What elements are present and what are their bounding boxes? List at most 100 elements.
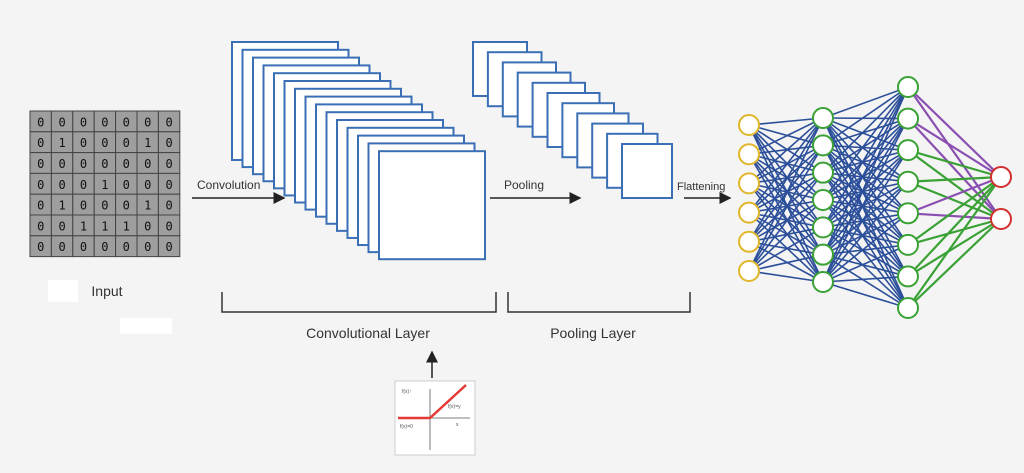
- network-edge: [822, 117, 909, 309]
- network-edge: [822, 172, 909, 309]
- matrix-value: 0: [144, 178, 151, 192]
- network-edge: [822, 171, 909, 183]
- network-edge: [748, 182, 824, 201]
- network-edge: [822, 149, 909, 228]
- network-edge: [822, 144, 909, 277]
- matrix-value: 0: [123, 136, 130, 150]
- network-edge: [748, 124, 824, 201]
- hidden-node: [812, 107, 834, 129]
- matrix-value: 0: [144, 240, 151, 254]
- relu-plot: f(x)↑ f(x)=y f(x)=0 x: [394, 380, 476, 456]
- matrix-value: 0: [80, 157, 87, 171]
- network-edge: [822, 275, 909, 283]
- network-edge: [822, 199, 909, 215]
- matrix-value: 1: [58, 199, 65, 213]
- network-edge: [822, 86, 909, 228]
- matrix-value: 0: [58, 178, 65, 192]
- matrix-value: 0: [37, 157, 44, 171]
- input-node: [738, 114, 760, 136]
- matrix-value: 0: [80, 178, 87, 192]
- matrix-value: 0: [80, 115, 87, 129]
- network-edge: [822, 86, 909, 283]
- matrix-value: 0: [101, 240, 108, 254]
- network-edge: [748, 212, 824, 283]
- flattening-label: Flattening: [677, 181, 725, 193]
- convolutional-feature-maps: [231, 41, 486, 261]
- network-edge: [907, 176, 1002, 309]
- output-node: [990, 208, 1012, 230]
- matrix-value: 0: [80, 199, 87, 213]
- matrix-value: 0: [37, 178, 44, 192]
- network-edge: [822, 86, 909, 256]
- network-edge: [907, 175, 1002, 183]
- hidden-node: [897, 139, 919, 162]
- network-edge: [748, 117, 824, 155]
- hidden-node: [812, 243, 834, 266]
- network-edge: [822, 86, 909, 119]
- network-edge: [822, 144, 909, 151]
- network-edge: [822, 253, 909, 309]
- feature-map: [621, 143, 673, 199]
- pooling-layer-bracket: [507, 292, 691, 313]
- convolution-label: Convolution: [197, 178, 260, 192]
- matrix-value: 0: [123, 199, 130, 213]
- hidden-node: [812, 134, 834, 157]
- matrix-value: 1: [123, 219, 130, 233]
- matrix-value: 0: [165, 219, 172, 233]
- matrix-value: 0: [144, 115, 151, 129]
- relu-label-left: f(x)=0: [400, 424, 413, 430]
- network-edge: [822, 181, 909, 229]
- network-edge: [822, 172, 909, 277]
- matrix-value: 1: [101, 178, 108, 192]
- relu-curve: [398, 384, 467, 420]
- matrix-value: 1: [80, 219, 87, 233]
- network-edge: [822, 118, 909, 283]
- network-edge: [822, 86, 909, 146]
- network-edge: [822, 144, 909, 214]
- network-edge: [907, 180, 1002, 221]
- matrix-value: 1: [144, 199, 151, 213]
- network-edge: [748, 182, 824, 256]
- hidden-node: [897, 170, 919, 193]
- network-edge: [907, 149, 1002, 220]
- network-edge: [822, 181, 909, 256]
- hidden-node: [897, 76, 919, 98]
- matrix-value: 0: [165, 136, 172, 150]
- decorative-patch: [120, 318, 172, 334]
- network-edge: [748, 153, 824, 201]
- network-edge: [907, 218, 1002, 278]
- network-edge: [748, 153, 824, 228]
- matrix-value: 0: [144, 219, 151, 233]
- matrix-value: 0: [37, 219, 44, 233]
- matrix-value: 0: [37, 240, 44, 254]
- matrix-value: 0: [37, 199, 44, 213]
- network-edge: [822, 172, 909, 246]
- network-edge: [907, 117, 1002, 178]
- hidden-node: [812, 271, 834, 293]
- matrix-value: 0: [58, 157, 65, 171]
- network-edge: [907, 218, 1002, 309]
- input-node: [738, 230, 760, 253]
- matrix-value: 0: [80, 240, 87, 254]
- network-edge: [822, 199, 909, 246]
- matrix-value: 0: [165, 199, 172, 213]
- network-edge: [822, 199, 909, 278]
- convolutional-layer-label: Convolutional Layer: [306, 325, 430, 341]
- matrix-cell: [157, 235, 181, 258]
- hidden-node: [897, 233, 919, 256]
- pooling-label: Pooling: [504, 178, 544, 192]
- input-label: Input: [91, 283, 122, 299]
- relu-label-right: f(x)=y: [448, 404, 461, 410]
- network-edge: [748, 117, 824, 214]
- matrix-value: 1: [144, 136, 151, 150]
- network-edge: [822, 144, 909, 246]
- matrix-value: 0: [165, 178, 172, 192]
- network-edge: [822, 149, 909, 201]
- network-edge: [822, 117, 909, 147]
- network-edge: [748, 144, 824, 272]
- network-nodes: [738, 76, 1012, 319]
- matrix-value: 0: [37, 136, 44, 150]
- network-edge: [907, 86, 1002, 178]
